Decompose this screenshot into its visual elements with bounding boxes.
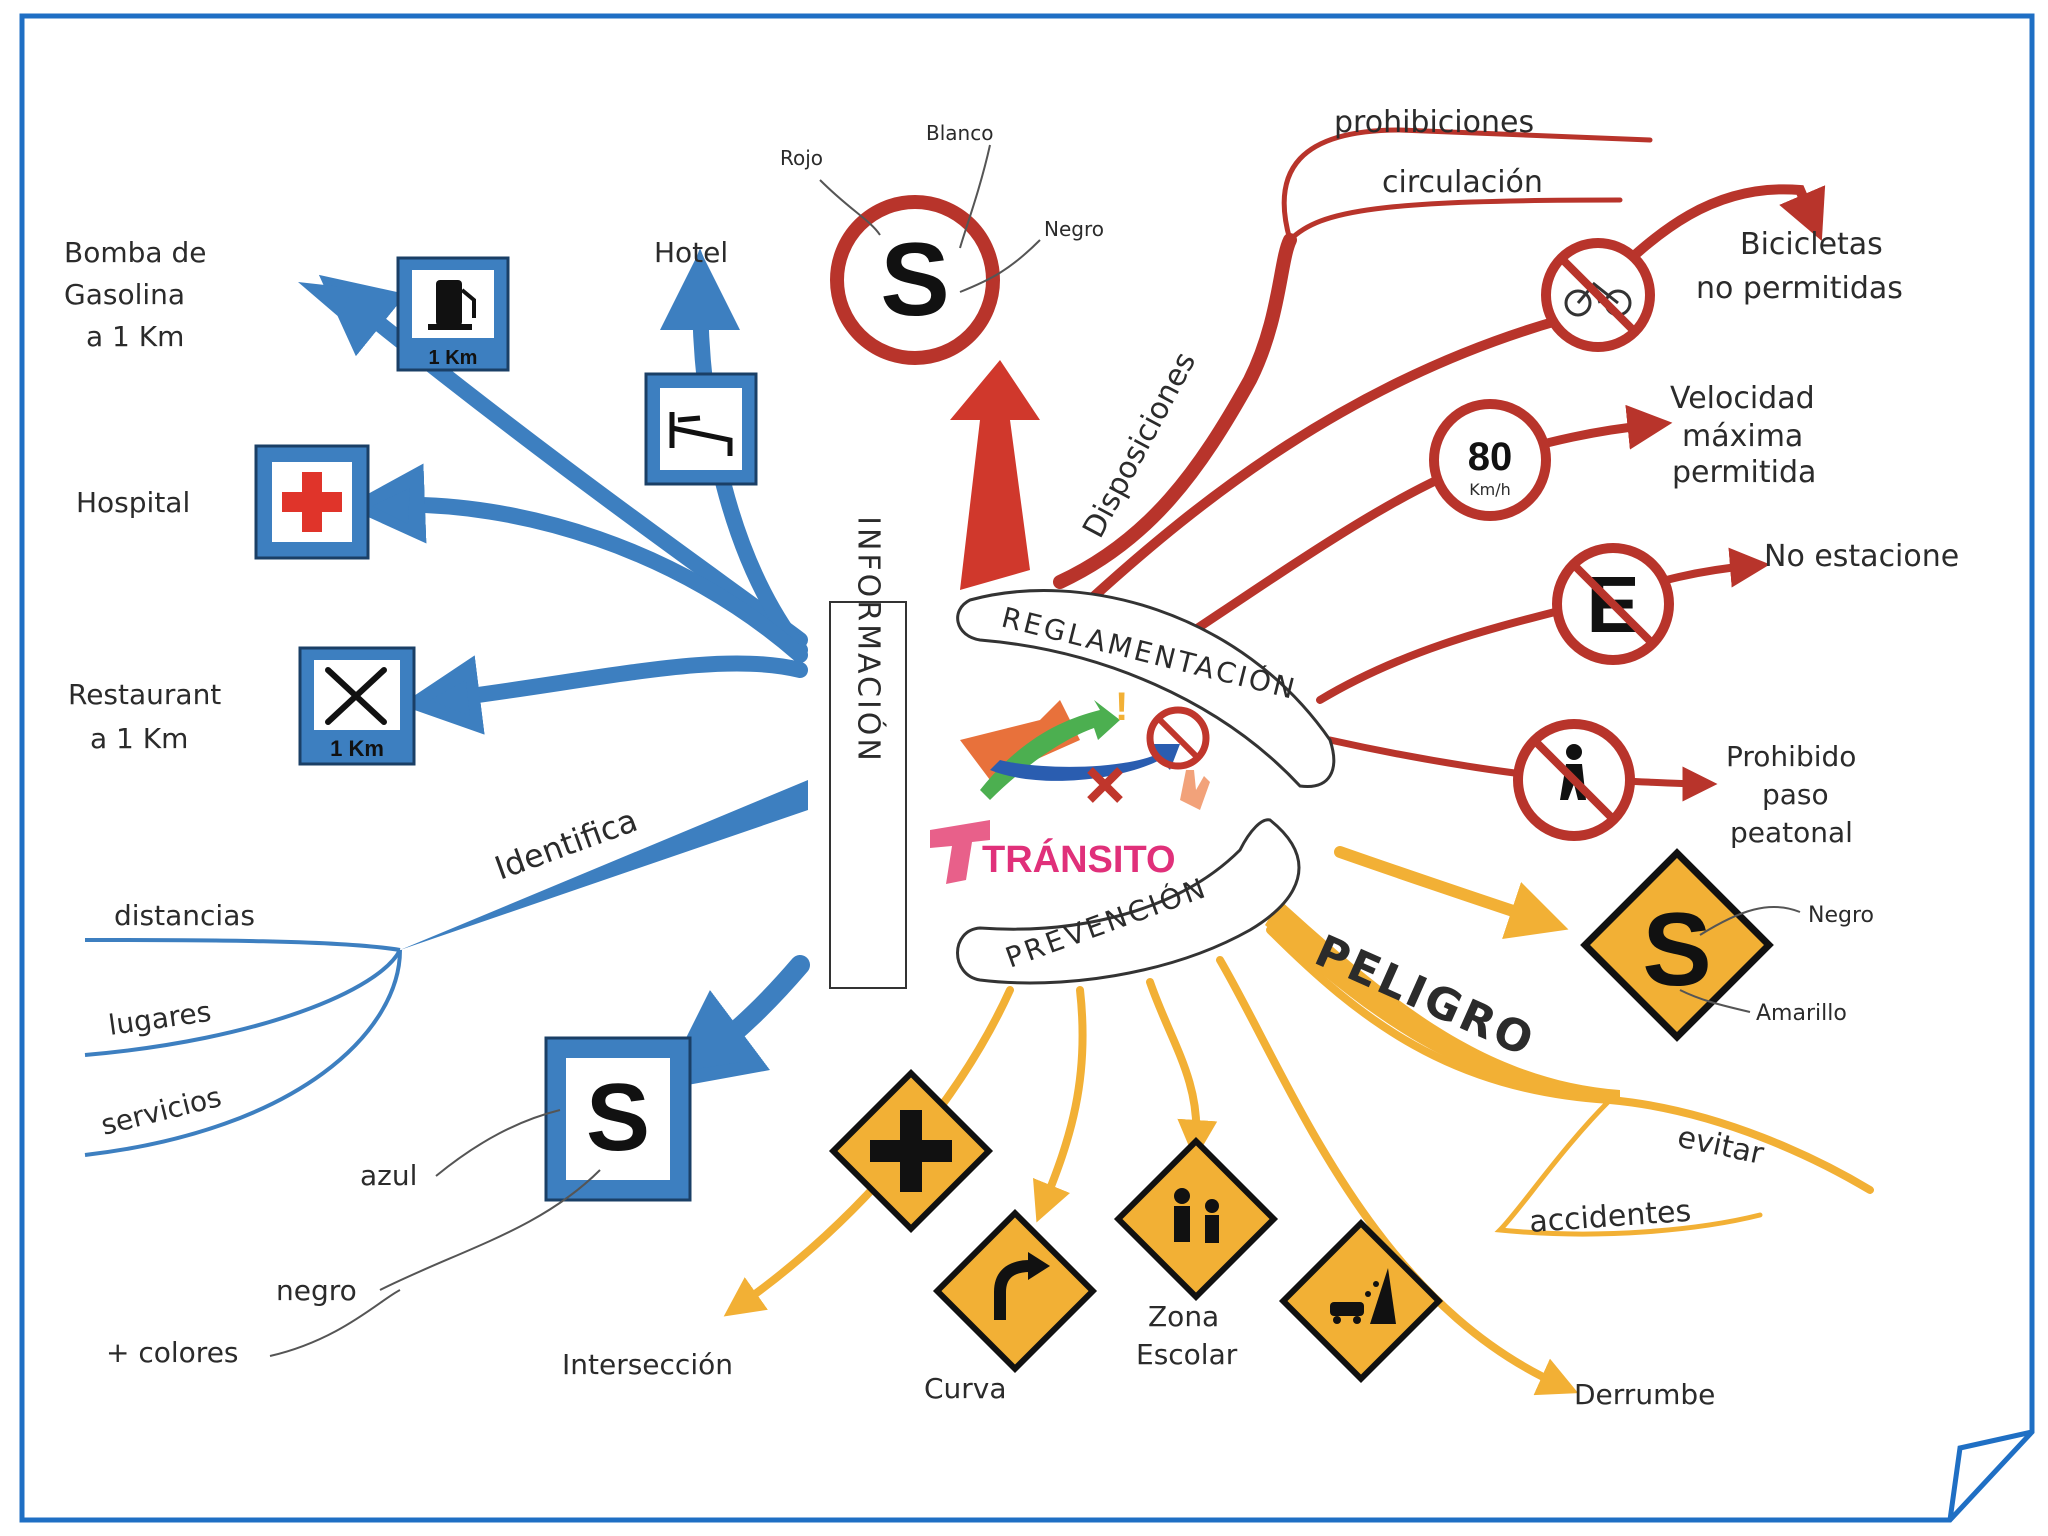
- info-color-leaders: [269, 1109, 601, 1357]
- curve-arrow-icon: [994, 1260, 1031, 1320]
- bicicletas-label-line2: no permitidas: [1696, 271, 1903, 306]
- bicicletas-label-line1: Bicicletas: [1740, 227, 1883, 262]
- velocidad-label-line2: máxima: [1682, 419, 1803, 454]
- landslide-icon: [1330, 1268, 1396, 1324]
- landslide-sign: [1278, 1218, 1444, 1384]
- hotel-sign: [644, 372, 758, 486]
- bed-icon: [669, 412, 733, 456]
- no-bicycles-sign: [1541, 238, 1655, 352]
- hotel-arrow-icon: [684, 248, 716, 290]
- cutlery-icon: [325, 667, 387, 725]
- velocidad-label-line1: Velocidad: [1670, 381, 1815, 416]
- gas-arrow-icon: [298, 282, 352, 318]
- fuel-pump-icon: [428, 280, 476, 330]
- crossroad-icon: [870, 1110, 952, 1192]
- no-estacione-label: No estacione: [1764, 539, 1959, 574]
- danger-color-negro: Negro: [1808, 903, 1874, 928]
- info-sign-arrow-icon: [690, 1030, 742, 1070]
- danger-color-amarillo: Amarillo: [1756, 1001, 1847, 1026]
- informacion-label: INFORMACIÓN: [851, 516, 888, 764]
- info-color-azul: azul: [360, 1159, 417, 1192]
- zona-label-line1: Zona: [1148, 1300, 1219, 1333]
- hotel-label: Hotel: [654, 236, 728, 269]
- info-color-negro: negro: [276, 1274, 357, 1307]
- warning-mark-icon: !: [1115, 685, 1128, 729]
- curve-sign: [932, 1208, 1098, 1374]
- peaton-label-line3: peatonal: [1730, 816, 1853, 849]
- accidentes-label: accidentes: [1528, 1194, 1692, 1240]
- intersection-sign: [828, 1068, 994, 1234]
- speed-limit-value: 80: [1468, 435, 1513, 479]
- hospital-arrow-icon: [372, 488, 410, 524]
- regulation-color-blanco: Blanco: [926, 121, 993, 145]
- reglamentacion-main-arrow: [950, 360, 1040, 590]
- no-pedestrians-sign: [1513, 719, 1635, 841]
- identifica-item-lugares: lugares: [106, 995, 213, 1042]
- information-sign-s: S: [544, 1036, 692, 1202]
- speed-limit-unit: Km/h: [1469, 480, 1511, 499]
- info-color-mas-colores: + colores: [106, 1336, 239, 1369]
- informacion-box: INFORMACIÓN: [829, 516, 907, 989]
- regulation-color-negro: Negro: [1044, 217, 1104, 241]
- transito-title: TRÁNSITO: [982, 837, 1176, 881]
- hospital-label: Hospital: [76, 486, 190, 519]
- transito-t-icon: [930, 820, 990, 884]
- disposiciones-circulacion: circulación: [1382, 165, 1543, 200]
- no-parking-sign: E: [1552, 543, 1674, 665]
- restaurant-sign: 1 Km: [298, 646, 416, 766]
- orange-arrow-icon: [960, 700, 1080, 780]
- informacion-branches: [318, 250, 810, 1091]
- peligro-wedge: [1265, 900, 1620, 1100]
- regulation-sign-s: S: [830, 195, 1000, 365]
- disposiciones-prohibiciones: prohibiciones: [1334, 105, 1534, 140]
- gas-label-line3: a 1 Km: [86, 320, 184, 353]
- page-frame: [19, 13, 2035, 1523]
- danger-color-leaders: [1679, 905, 1801, 1013]
- identifica-item-servicios: servicios: [98, 1080, 225, 1142]
- restaurant-arrow-icon: [430, 680, 470, 716]
- interseccion-label: Intersección: [562, 1348, 733, 1381]
- identifica-item-distancias: distancias: [114, 899, 255, 932]
- identifica-fork: [84, 938, 402, 1157]
- regulation-color-rojo: Rojo: [780, 146, 823, 170]
- school-zone-sign: [1113, 1136, 1279, 1302]
- restaurant-label-line2: a 1 Km: [90, 722, 188, 755]
- red-x-icon: [1087, 767, 1123, 803]
- gas-label-line1: Bomba de: [64, 236, 206, 269]
- velocidad-label-line3: permitida: [1672, 455, 1816, 490]
- hand-icon: [1180, 770, 1210, 810]
- restaurant-sign-distance: 1 Km: [330, 736, 384, 761]
- red-cross-icon: [282, 472, 342, 532]
- page-curl-icon: [1947, 1429, 2033, 1521]
- regulation-color-leaders: [819, 144, 1041, 293]
- reglamentacion-banner: [956, 589, 1336, 788]
- restaurant-label-line1: Restaurant: [68, 678, 221, 711]
- danger-sign-s: S: [1580, 848, 1774, 1042]
- zona-label-line2: Escolar: [1136, 1338, 1238, 1371]
- gas-label-line2: Gasolina: [64, 278, 185, 311]
- prohibition-circle-icon: [1146, 706, 1210, 770]
- identifica-wedge: [400, 780, 808, 950]
- regulation-sign-letter: S: [880, 222, 949, 338]
- gas-station-sign: 1 Km: [396, 256, 510, 372]
- blue-arrow-icon: [990, 744, 1180, 781]
- children-icon: [1174, 1188, 1219, 1243]
- prevencion-banner: [956, 818, 1301, 985]
- peaton-label-line1: Prohibido: [1726, 740, 1856, 773]
- curva-label: Curva: [924, 1372, 1007, 1405]
- hospital-sign: [254, 444, 370, 560]
- evitar-label: evitar: [1674, 1120, 1767, 1172]
- peaton-label-line2: paso: [1762, 778, 1829, 811]
- derrumbe-label: Derrumbe: [1574, 1378, 1715, 1411]
- speed-limit-sign: 80 Km/h: [1429, 399, 1551, 521]
- gas-sign-distance: 1 Km: [429, 347, 478, 369]
- danger-sign-letter: S: [1642, 892, 1711, 1008]
- information-sign-letter: S: [586, 1064, 650, 1171]
- transito-emblem: ! TRÁNSITO: [930, 685, 1210, 884]
